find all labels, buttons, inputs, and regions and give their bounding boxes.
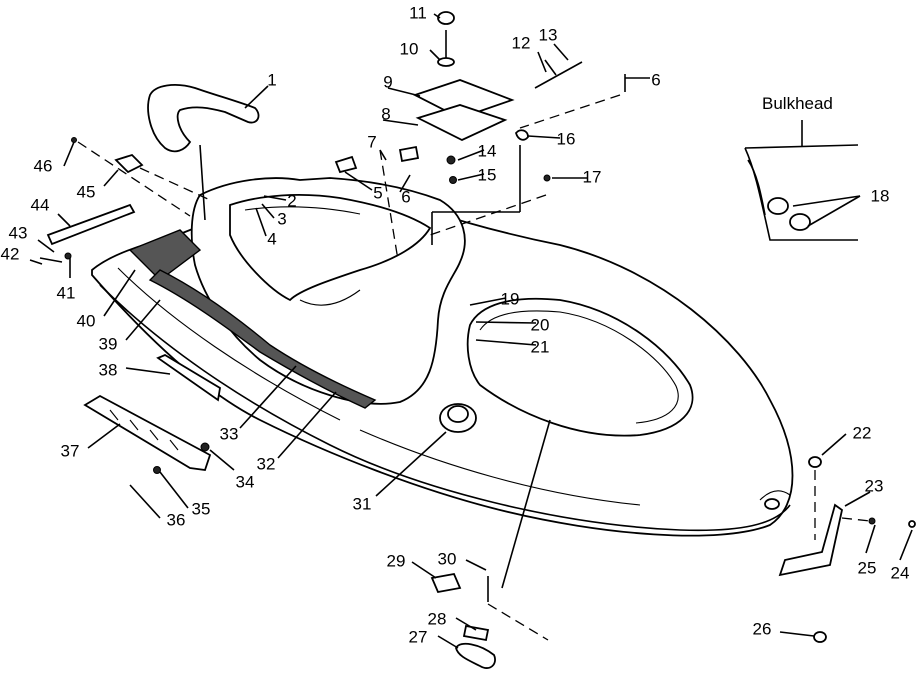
callout-c15: 15	[478, 165, 497, 184]
callout-c5: 5	[373, 183, 382, 202]
callout-c1: 1	[267, 70, 276, 89]
callout-c26: 26	[753, 619, 772, 638]
rail-assembly	[39, 137, 144, 263]
callout-c22: 22	[853, 423, 872, 442]
callout-c33: 33	[220, 424, 239, 443]
callout-c46: 46	[34, 156, 53, 175]
callout-c6b: 6	[401, 187, 410, 206]
callout-c36: 36	[167, 510, 186, 529]
callout-c14: 14	[478, 141, 497, 160]
leader-lines	[29, 13, 913, 649]
callout-c2: 2	[287, 191, 296, 210]
callout-c16: 16	[557, 129, 576, 148]
callout-c31: 31	[353, 494, 372, 513]
callout-c41: 41	[57, 283, 76, 302]
lower-parts	[430, 572, 496, 669]
fuel-cap	[439, 403, 477, 433]
handle-pole-bracket	[147, 84, 260, 221]
callout-c29: 29	[387, 551, 406, 570]
callout-c32: 32	[257, 454, 276, 473]
callout-c30: 30	[438, 549, 457, 568]
callout-c38: 38	[99, 360, 118, 379]
callout-c21: 21	[531, 337, 550, 356]
callout-c12: 12	[512, 33, 531, 52]
callout-c4: 4	[267, 229, 276, 248]
callout-c11: 11	[409, 3, 427, 22]
callout-c40: 40	[77, 311, 96, 330]
callout-c35: 35	[192, 499, 211, 518]
callout-c20: 20	[531, 315, 550, 334]
callout-c24: 24	[891, 563, 910, 582]
callout-c27: 27	[409, 627, 428, 646]
callout-c9: 9	[383, 72, 392, 91]
callout-c42: 42	[1, 244, 20, 263]
rear-bumper-parts	[778, 456, 916, 643]
callout-c34: 34	[236, 472, 255, 491]
footwell-mat	[128, 229, 377, 409]
callout-c7: 7	[367, 132, 376, 151]
callout-c19: 19	[501, 289, 520, 308]
side-panels	[83, 353, 221, 474]
callout-c28: 28	[428, 609, 447, 628]
bulkhead-inset	[744, 120, 861, 241]
callout-c3: 3	[277, 209, 286, 228]
callout-c44: 44	[31, 195, 50, 214]
callout-c8: 8	[381, 104, 390, 123]
bulkhead-label: Bulkhead	[762, 94, 833, 113]
callout-c6a: 6	[651, 70, 660, 89]
callout-c23: 23	[865, 476, 884, 495]
callout-c37: 37	[61, 441, 80, 460]
callout-c18: 18	[871, 186, 890, 205]
callout-c13: 13	[539, 25, 558, 44]
callout-c25: 25	[858, 558, 877, 577]
callout-c43: 43	[9, 223, 28, 242]
callout-c45: 45	[77, 182, 96, 201]
storage-cover	[334, 11, 583, 184]
callout-c17: 17	[583, 167, 602, 186]
callout-c39: 39	[99, 334, 118, 353]
callout-c10: 10	[400, 39, 419, 58]
